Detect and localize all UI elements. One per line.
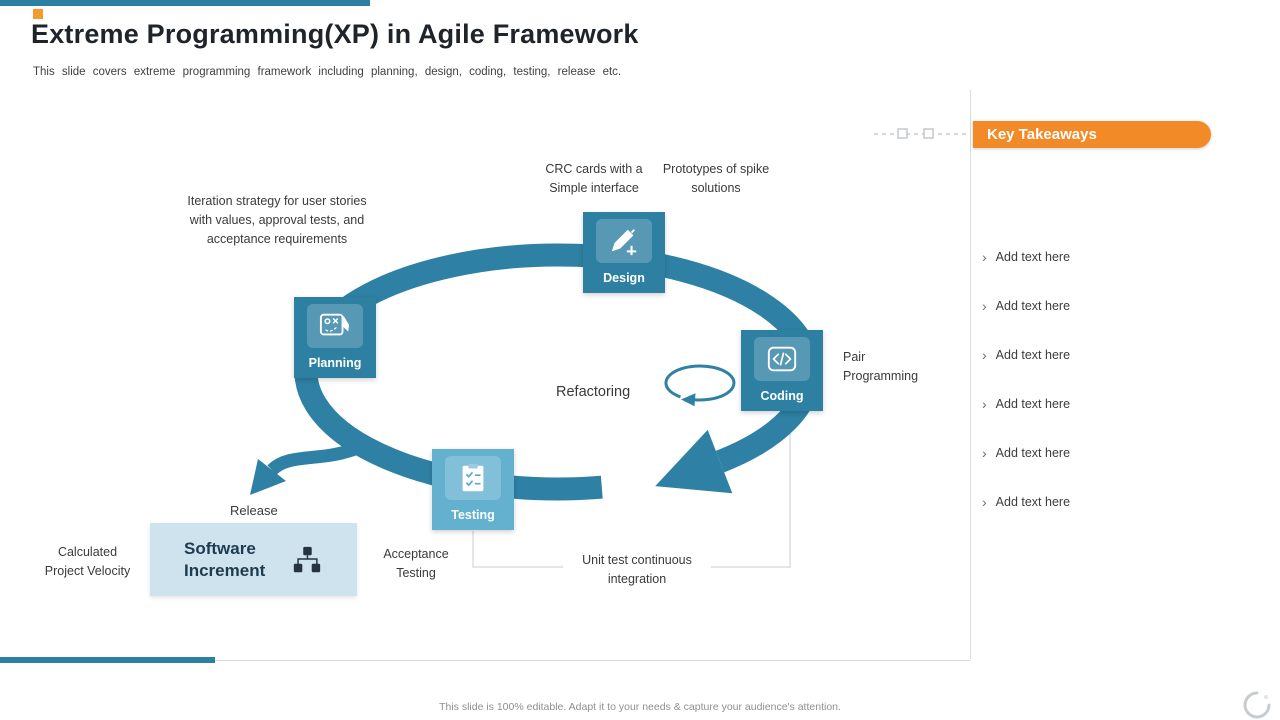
node-planning: Planning [294,297,376,378]
brand-logo-icon [1243,691,1271,719]
takeaway-label: Add text here [995,250,1071,264]
software-increment-label: Software Increment [184,539,266,580]
chevron-bullet-icon: › [982,445,987,461]
testing-label: Testing [451,508,495,522]
takeaway-item[interactable]: › Add text here [982,396,1070,414]
connector-line [472,413,791,568]
panel-separator-line [970,90,971,659]
takeaway-item[interactable]: › Add text here [982,249,1070,267]
chevron-bullet-icon: › [982,249,987,265]
takeaway-label: Add text here [995,397,1071,411]
slide-subtitle: This slide covers extreme programming fr… [33,66,622,78]
cycle-arrow [294,243,822,501]
planning-icon [307,304,363,348]
takeaway-item[interactable]: › Add text here [982,347,1070,365]
bottom-divider-line [215,660,970,661]
node-design: Design [583,212,665,293]
connector-square [897,128,908,139]
annotation-prototypes: Prototypes of spike solutions [662,162,770,195]
chevron-bullet-icon: › [982,494,987,510]
coding-label: Coding [760,389,804,403]
top-accent-bar [0,0,370,6]
refactoring-arrowhead [681,393,696,407]
annotation-crc-cards: CRC cards with a Simple interface [545,162,643,195]
key-takeaways-list: › Add text here › Add text here › Add te… [982,249,1070,512]
software-increment-box: Software Increment [150,523,357,596]
annotation-acceptance-testing: Acceptance Testing [371,545,461,583]
planning-label: Planning [308,356,362,370]
chevron-bullet-icon: › [982,347,987,363]
design-label: Design [603,271,645,285]
refactoring-loop-arrow [664,364,736,402]
takeaway-label: Add text here [995,495,1071,509]
annotation-project-velocity: Calculated Project Velocity [44,545,131,578]
release-arrowhead [250,459,286,495]
chevron-bullet-icon: › [982,298,987,314]
release-arrow [267,440,363,476]
takeaway-label: Add text here [995,299,1071,313]
page-title: Extreme Programming(XP) in Agile Framewo… [31,19,639,49]
annotation-refactoring: Refactoring [556,384,631,400]
takeaway-item[interactable]: › Add text here [982,298,1070,316]
accent-square [33,9,43,19]
cycle-arrowhead [655,429,733,494]
annotation-iteration-strategy: Iteration strategy for user stories with… [187,194,367,246]
annotation-unit-test: Unit test continuous integration [563,551,711,589]
takeaway-label: Add text here [995,446,1071,460]
annotation-release: Release [230,503,278,518]
coding-icon [754,337,810,381]
takeaway-item[interactable]: › Add text here [982,494,1070,512]
node-coding: Coding [741,330,823,411]
connector-square [923,128,934,139]
takeaway-item[interactable]: › Add text here [982,445,1070,463]
annotation-pair-programming: Pair Programming [843,350,919,383]
design-icon [596,219,652,263]
footer-note: This slide is 100% editable. Adapt it to… [439,701,841,713]
bottom-accent-bar [0,657,215,663]
software-increment-icon [293,546,321,572]
takeaway-label: Add text here [995,348,1071,362]
chevron-bullet-icon: › [982,396,987,412]
key-takeaways-title: Key Takeaways [987,126,1097,143]
key-takeaways-banner: Key Takeaways [973,121,1211,148]
node-testing: Testing [432,449,514,530]
testing-icon [445,456,501,500]
